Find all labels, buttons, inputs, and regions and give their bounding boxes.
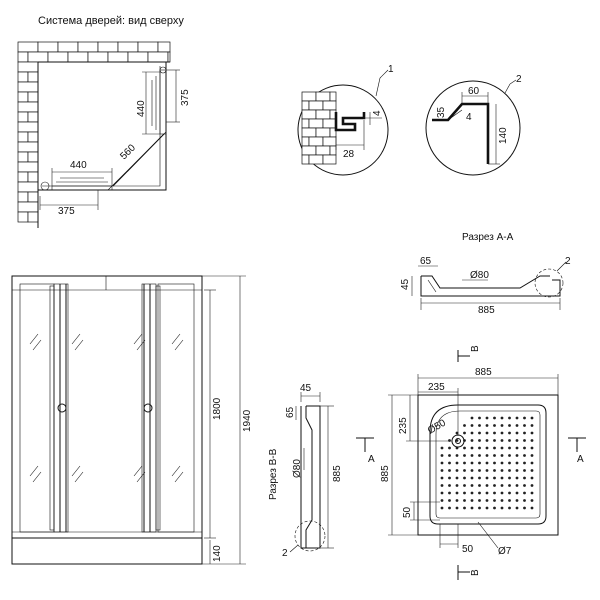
- tray-dim-phi7: Ø7: [498, 546, 512, 557]
- section-bb-dim-885: 885: [332, 465, 343, 482]
- tray-plan: 885 235 235 885 50 50 Ø50 Ø7 А А В: [356, 345, 586, 580]
- tray-dim-885-side: 885: [380, 465, 391, 482]
- brick-wall: [17, 41, 171, 223]
- tray-dim-phi50: Ø50: [426, 417, 448, 436]
- section-aa-dim-45: 45: [400, 278, 411, 290]
- section-aa-dim-885: 885: [478, 305, 495, 316]
- detail1-dim-4: 4: [372, 110, 383, 116]
- dim-door-right-outer: 375: [180, 89, 191, 106]
- dim-door-diagonal: 560: [118, 142, 138, 162]
- tray-section-mark-a-right: А: [577, 454, 584, 465]
- tray-dim-235-h: 235: [428, 382, 445, 393]
- section-aa-callout: 2: [565, 256, 571, 267]
- top-view: 440 375 440 375 560: [17, 41, 191, 228]
- section-bb-dim-65: 65: [285, 406, 296, 418]
- front-view: 1800 1940 140: [11, 275, 253, 565]
- detail1-dim-28: 28: [343, 149, 355, 160]
- detail-1: 28 4 1: [297, 64, 394, 176]
- section-bb-dim-phi80: Ø80: [292, 459, 303, 478]
- section-bb-callout: 2: [282, 548, 288, 559]
- detail2-callout: 2: [516, 74, 522, 85]
- detail2-dim-60: 60: [468, 86, 480, 97]
- dim-door-bottom: 375: [58, 206, 75, 217]
- section-aa: Разрез А-А 885 65 45 Ø80 2: [400, 232, 571, 316]
- handle-right: [143, 403, 153, 413]
- tray-dim-235-v: 235: [398, 417, 409, 434]
- tray-dim-50-h: 50: [462, 544, 474, 555]
- detail-2: 60 35 4 140 2: [425, 74, 522, 176]
- front-dim-140: 140: [212, 545, 223, 562]
- section-aa-dim-phi80: Ø80: [470, 270, 489, 281]
- tray-section-mark-a-left: А: [368, 454, 375, 465]
- tray-dim-885-top: 885: [475, 367, 492, 378]
- detail2-dim-35: 35: [436, 106, 447, 118]
- section-bb-dim-45: 45: [300, 383, 312, 394]
- drawing-title: Система дверей: вид сверху: [38, 15, 184, 27]
- dim-door-right-inner: 440: [136, 100, 147, 117]
- front-dim-1800: 1800: [212, 397, 223, 420]
- detail1-brick: [301, 91, 337, 165]
- tray-section-mark-b-top: В: [470, 345, 481, 352]
- detail1-callout: 1: [388, 64, 394, 75]
- tray-texture: [440, 416, 534, 510]
- section-aa-dim-65: 65: [420, 256, 432, 267]
- section-aa-title: Разрез А-А: [462, 232, 514, 243]
- front-dim-1940: 1940: [242, 409, 253, 432]
- detail2-dim-140: 140: [498, 127, 509, 144]
- tray-section-mark-b-bottom: В: [470, 569, 481, 576]
- tray-dim-50-v: 50: [402, 506, 413, 518]
- dim-door-top: 440: [70, 160, 87, 171]
- section-bb: Разрез В-В 45 65 Ø80 885 2: [268, 383, 343, 559]
- section-bb-title: Разрез В-В: [268, 448, 279, 500]
- detail2-dim-4: 4: [466, 112, 472, 123]
- handle-left: [57, 403, 67, 413]
